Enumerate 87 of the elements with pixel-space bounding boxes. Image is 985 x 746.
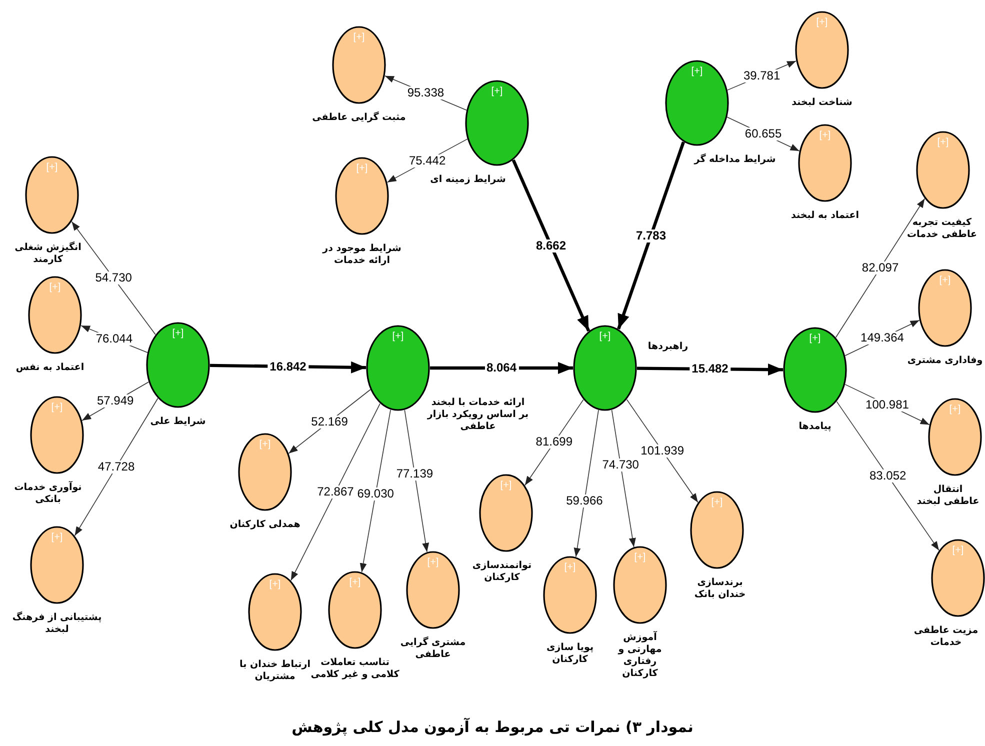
- construct-label: پشتیبانی از فرهنگ لبخند: [12, 612, 102, 636]
- edge-label: 52.169: [309, 415, 350, 428]
- arrow: [404, 410, 430, 552]
- edge-label: 8.662: [534, 239, 568, 252]
- expand-marker: [+]: [816, 17, 828, 28]
- edge-label: 8.064: [484, 362, 519, 374]
- edge-label: 47.728: [96, 460, 137, 474]
- arrow: [611, 410, 636, 548]
- construct-label: نوآوری خدمات بانکی: [13, 482, 83, 506]
- edge-label: 57.949: [94, 394, 136, 408]
- edge-label: 76.044: [94, 332, 135, 346]
- expand-marker: [+]: [937, 137, 949, 148]
- construct-label: مزیت عاطفی خدمات: [912, 625, 980, 649]
- edge-label: 83.052: [868, 469, 908, 482]
- arrow: [835, 198, 926, 338]
- expand-marker: [+]: [564, 562, 576, 573]
- construct-label: برندسازی خندان بانک: [693, 577, 747, 601]
- construct-label: شرایط مداخله گر: [694, 154, 776, 166]
- edge-label: 16.842: [268, 360, 308, 373]
- construct-label: شرایط زمینه ای: [430, 174, 506, 186]
- construct-label: کیفیت تجربه عاطفی خدمات: [906, 217, 978, 241]
- construct-label: اعتماد به لبخند: [790, 210, 860, 222]
- expand-marker: [+]: [949, 404, 961, 415]
- edge-label: 60.655: [742, 128, 784, 141]
- construct-label: آموزش مهارتی و رفتاری کارکنان: [616, 632, 663, 680]
- arrow: [512, 159, 590, 332]
- construct-label: شرایط موجود در ارائه خدمات: [321, 243, 402, 267]
- edge-label: 82.097: [860, 262, 901, 275]
- expand-marker: [+]: [46, 162, 58, 173]
- expand-marker: [+]: [392, 331, 404, 342]
- edge-label: 77.139: [394, 467, 436, 480]
- construct-label: شرایط علی: [150, 416, 206, 428]
- arrow: [836, 401, 940, 551]
- construct-label: پویا سازی کارکنان: [545, 642, 595, 666]
- expand-marker: [+]: [711, 497, 723, 508]
- edge-label: 7.783: [634, 229, 668, 242]
- expand-marker: [+]: [259, 439, 271, 450]
- arrow: [71, 221, 156, 335]
- construct-label: انتقال عاطفی لبخند: [916, 484, 980, 508]
- edge-label: 75.442: [406, 154, 448, 168]
- edge-label: 69.030: [355, 488, 396, 501]
- expand-marker: [+]: [269, 579, 281, 590]
- edge-label: 15.482: [690, 362, 730, 376]
- construct-label: وفاداری مشتری: [907, 355, 983, 367]
- expand-marker: [+]: [634, 552, 646, 563]
- expand-marker: [+]: [952, 545, 964, 556]
- arrow: [574, 410, 599, 558]
- construct-label: توانمندسازی کارکنان: [471, 560, 533, 584]
- edge-label: 54.730: [93, 272, 134, 285]
- construct-label: همدلی کارکنان: [230, 519, 300, 531]
- construct-label: پیامدها: [798, 421, 832, 433]
- expand-marker: [+]: [809, 333, 821, 344]
- arrow: [290, 403, 380, 581]
- expand-marker: [+]: [691, 66, 703, 77]
- expand-marker: [+]: [51, 532, 63, 543]
- construct-label: مثبت گرایی عاطفی: [312, 112, 406, 124]
- expand-marker: [+]: [491, 86, 503, 97]
- expand-marker: [+]: [172, 328, 184, 339]
- arrow: [74, 398, 158, 536]
- construct-label: اعتماد به نفس: [16, 362, 84, 374]
- expand-marker: [+]: [819, 130, 831, 141]
- expand-marker: [+]: [356, 163, 368, 174]
- edge-label: 59.966: [564, 494, 605, 508]
- expand-marker: [+]: [939, 275, 951, 286]
- caption: نمودار ۳) نمرات تی مربوط به آزمون مدل کلی پژوهش: [292, 718, 694, 736]
- edge-label: 149.364: [858, 331, 906, 344]
- edge-label: 72.867: [315, 486, 356, 499]
- expand-marker: [+]: [49, 282, 61, 293]
- expand-marker: [+]: [500, 480, 512, 491]
- edge-label: 81.699: [534, 436, 574, 449]
- arrow: [617, 141, 685, 330]
- edge-label: 101.939: [638, 444, 686, 458]
- expand-marker: [+]: [353, 32, 365, 43]
- construct-label: انگیزش شغلی کارمند: [14, 242, 82, 266]
- edge-label: 39.781: [741, 69, 782, 82]
- edge-label: 100.981: [864, 398, 911, 412]
- construct-label: شناخت لبخند: [792, 97, 852, 109]
- arrow: [360, 409, 391, 573]
- expand-marker: [+]: [599, 331, 611, 342]
- expand-marker: [+]: [349, 577, 361, 588]
- edge-label: 95.338: [405, 86, 446, 100]
- construct-label: مشتری گرایی عاطفی: [399, 637, 467, 661]
- construct-label: ارائه خدمات با لبخند بر اساس رویکرد بازار عاطفی: [426, 397, 530, 433]
- edge-label: 74.730: [600, 458, 641, 472]
- construct-label: راهبردها: [648, 341, 688, 353]
- expand-marker: [+]: [51, 402, 63, 413]
- expand-marker: [+]: [427, 557, 439, 568]
